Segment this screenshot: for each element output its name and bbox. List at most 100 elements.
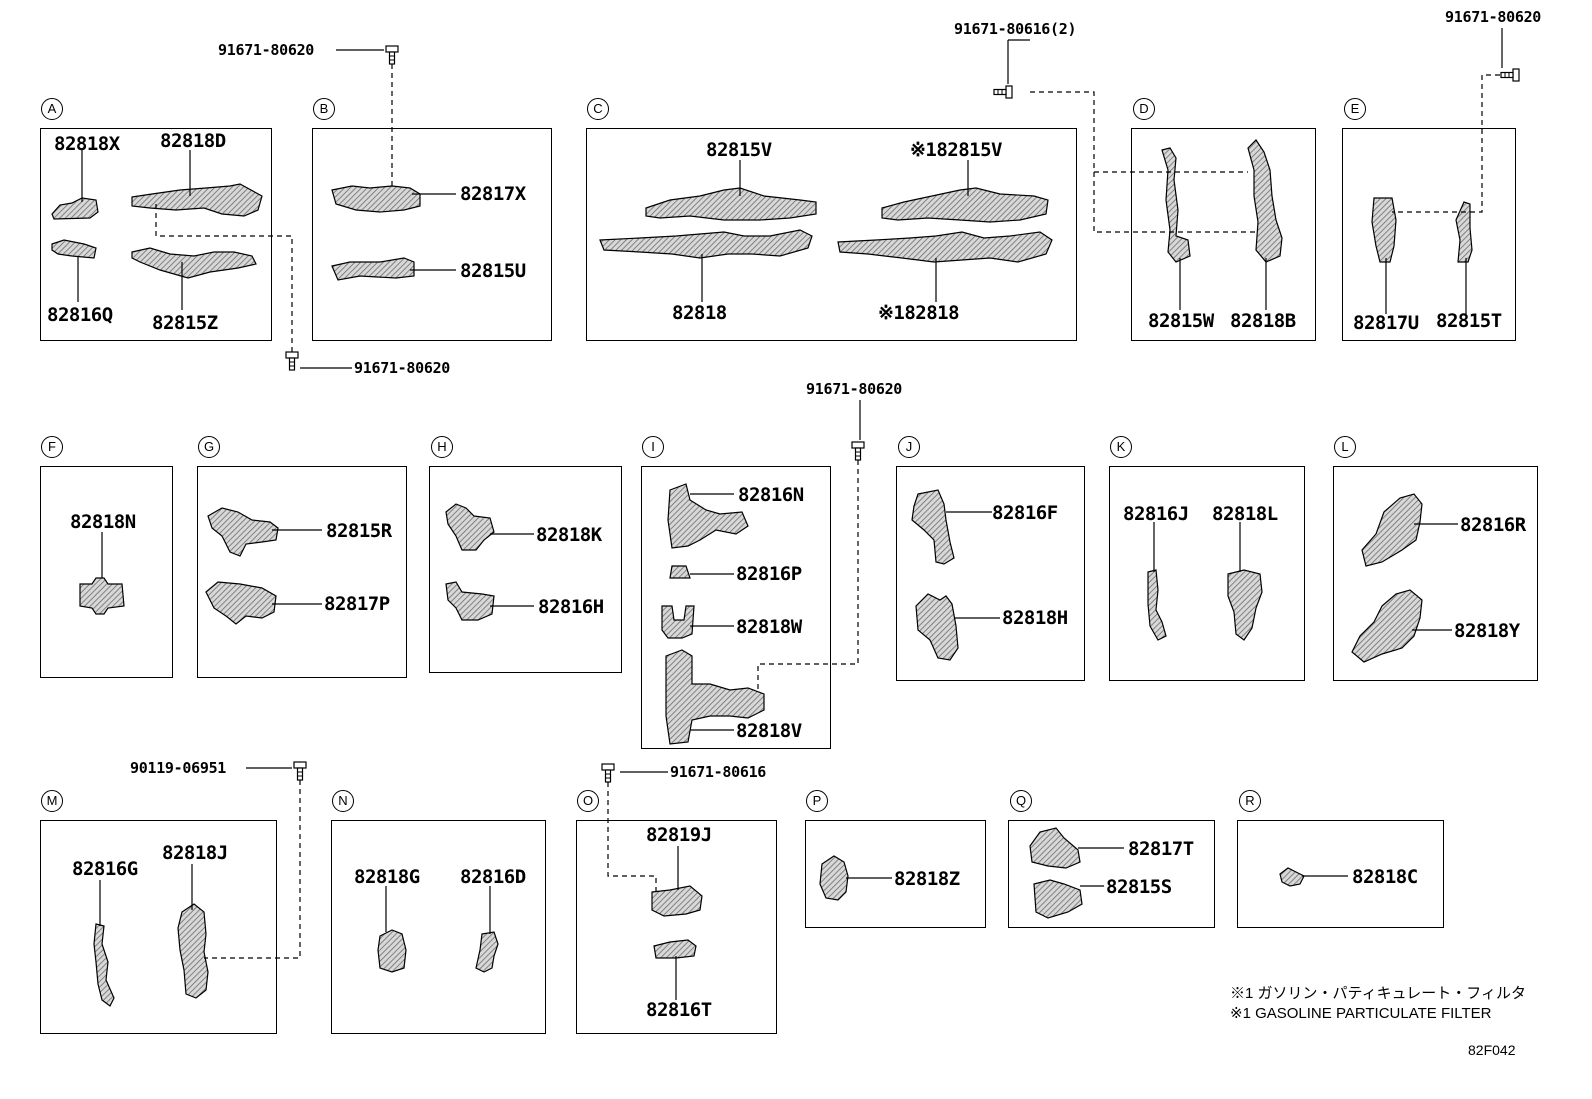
section-a-badge: A: [41, 98, 63, 120]
part-82816t-shape: [653, 939, 697, 959]
part-82817x-shape: [331, 185, 421, 213]
section-b-box: [312, 128, 552, 341]
section-j-box: [896, 466, 1085, 681]
bolt-b-top-icon: [385, 45, 399, 65]
part-label-82817u: 82817U: [1353, 312, 1419, 334]
section-h-box: [429, 466, 622, 673]
section-r-badge: R: [1239, 790, 1261, 812]
part-82818g-shape: [377, 929, 407, 973]
section-p-badge: P: [806, 790, 828, 812]
part-label-82815z: 82815Z: [152, 312, 218, 334]
part-82815v-gpf-shape: [881, 187, 1049, 223]
part-label-82818w: 82818W: [736, 616, 802, 638]
part-82818c-shape: [1279, 867, 1305, 887]
part-82818k-shape: [445, 503, 495, 551]
fastener-label-o: 91671-80616: [670, 763, 767, 781]
section-m-box: [40, 820, 277, 1034]
section-k-badge: K: [1110, 436, 1132, 458]
section-i-badge: I: [642, 436, 664, 458]
part-82818b-shape: [1247, 139, 1283, 263]
part-label-82815v: 82815V: [706, 139, 772, 161]
part-82818-shape: [599, 229, 813, 259]
part-label-82815v-gpf: ※182815V: [910, 139, 1003, 161]
part-label-82818-gpf: ※182818: [878, 302, 960, 324]
part-82816j-shape: [1147, 569, 1167, 641]
section-c-box: [586, 128, 1077, 341]
section-e-badge: E: [1344, 98, 1366, 120]
section-d-box: [1131, 128, 1316, 341]
part-82816d-shape: [475, 931, 499, 973]
section-i-box: [641, 466, 831, 749]
bolt-m-icon: [293, 761, 307, 781]
part-label-82815s: 82815S: [1106, 876, 1172, 898]
section-o-box: [576, 820, 777, 1034]
part-82817u-shape: [1371, 197, 1397, 263]
section-e-box: [1342, 128, 1516, 341]
part-label-82818c: 82818C: [1352, 866, 1418, 888]
part-82816g-shape: [93, 923, 115, 1007]
part-label-82818d: 82818D: [160, 130, 226, 152]
part-label-82817x: 82817X: [460, 183, 526, 205]
section-p-box: [805, 820, 986, 928]
part-82818j-shape: [177, 903, 209, 999]
part-label-82819j: 82819J: [646, 824, 712, 846]
fastener-label-b-top: 91671-80620: [218, 41, 315, 59]
part-82815z-shape: [131, 247, 257, 279]
part-label-82816n: 82816N: [738, 484, 804, 506]
part-82817p-shape: [205, 581, 277, 625]
part-label-82816j: 82816J: [1123, 503, 1189, 525]
part-82818d-shape: [131, 183, 263, 217]
fastener-label-e: 91671-80620: [1445, 8, 1542, 26]
part-label-82818l: 82818L: [1212, 503, 1278, 525]
section-d-badge: D: [1133, 98, 1155, 120]
part-82816h-shape: [445, 581, 495, 621]
part-label-82816q: 82816Q: [47, 304, 113, 326]
part-label-82816g: 82816G: [72, 858, 138, 880]
part-label-82817p: 82817P: [324, 593, 390, 615]
section-c-badge: C: [587, 98, 609, 120]
part-82816f-shape: [911, 489, 955, 565]
section-o-badge: O: [577, 790, 599, 812]
part-label-82818z: 82818Z: [894, 868, 960, 890]
dash-m: [204, 780, 301, 959]
part-82816p-shape: [669, 565, 691, 579]
part-label-82816p: 82816P: [736, 563, 802, 585]
part-82815s-shape: [1033, 879, 1083, 919]
part-label-82815w: 82815W: [1148, 310, 1214, 332]
part-82816n-shape: [667, 483, 749, 549]
part-82818n-shape: [79, 577, 125, 615]
part-label-82818y: 82818Y: [1454, 620, 1520, 642]
part-82816r-shape: [1361, 493, 1423, 567]
part-label-82816f: 82816F: [992, 502, 1058, 524]
section-m-badge: M: [41, 790, 63, 812]
part-82819j-shape: [651, 885, 703, 917]
bolt-o-icon: [601, 763, 615, 783]
dash-o: [607, 782, 657, 896]
part-82815u-shape: [331, 257, 415, 281]
fastener-label-m: 90119-06951: [130, 759, 227, 777]
fastener-label-i: 91671-80620: [806, 380, 903, 398]
fastener-label-d: 91671-80616(2): [954, 20, 1077, 38]
part-label-82818v: 82818V: [736, 720, 802, 742]
part-label-82818b: 82818B: [1230, 310, 1296, 332]
part-82818y-shape: [1351, 589, 1423, 663]
part-82815v-shape: [645, 187, 817, 221]
part-label-82815r: 82815R: [326, 520, 392, 542]
dash-i: [757, 460, 859, 692]
bolt-a-bottom-icon: [285, 351, 299, 371]
section-q-badge: Q: [1010, 790, 1032, 812]
part-label-82815u: 82815U: [460, 260, 526, 282]
part-label-82815t: 82815T: [1436, 310, 1502, 332]
part-label-82818: 82818: [672, 302, 727, 324]
section-n-box: [331, 820, 546, 1034]
part-label-82818n: 82818N: [70, 511, 136, 533]
section-k-box: [1109, 466, 1305, 681]
part-82817t-shape: [1029, 827, 1081, 869]
section-r-box: [1237, 820, 1444, 928]
fastener-label-a-bottom: 91671-80620: [354, 359, 451, 377]
part-label-82816t: 82816T: [646, 999, 712, 1021]
bolt-e-icon: [1500, 68, 1520, 82]
section-g-box: [197, 466, 407, 678]
part-label-82817t: 82817T: [1128, 838, 1194, 860]
